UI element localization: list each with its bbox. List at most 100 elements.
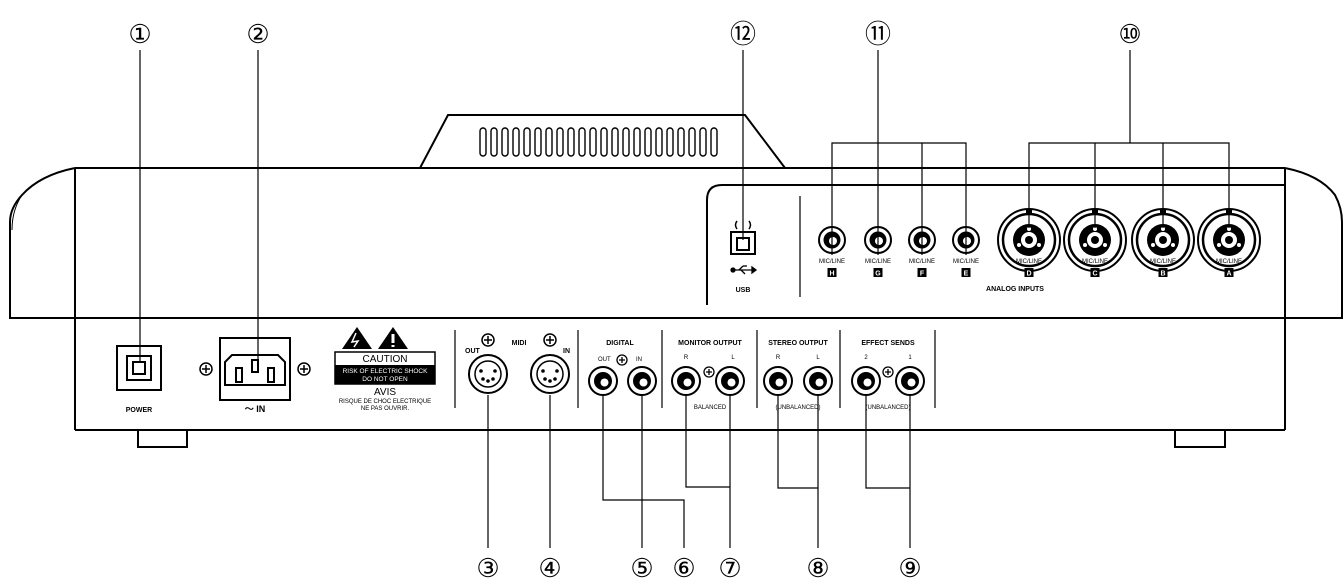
vent-slot: [699, 127, 707, 157]
input-letter-h: H: [829, 271, 834, 278]
vent-slot: [567, 127, 575, 157]
usb-label: USB: [736, 287, 751, 294]
vent-slot: [490, 127, 498, 157]
callout-5: ⑤: [630, 553, 653, 583]
midi-out-label: OUT: [465, 348, 481, 355]
digital-out-label: OUT: [598, 357, 611, 363]
callout-8: ⑧: [806, 553, 829, 583]
monitor-l-label: L: [731, 355, 735, 361]
stereo-r-jack[interactable]: [763, 366, 793, 396]
effect-screw: [882, 366, 894, 378]
monitor-r-label: R: [684, 355, 689, 361]
stereo-r-label: R: [776, 355, 781, 361]
warning-label: [334, 327, 436, 385]
usb-icon: [730, 265, 758, 275]
analog-input-d-label: MIC/LINE: [1016, 259, 1042, 265]
input-letter-badge: [917, 268, 927, 277]
input-letter-badge: [1224, 268, 1234, 277]
analog-input-b-jack[interactable]: [1131, 208, 1195, 272]
vent-slot: [688, 127, 696, 157]
monitor-screw: [703, 366, 715, 378]
device-body: [9, 114, 1343, 448]
vent-slot: [611, 127, 619, 157]
callout-3: ③: [476, 553, 499, 583]
input-letter-badge: [1024, 268, 1034, 277]
analog-inputs-group: MIC/LINEHMIC/LINEGMIC/LINEFMIC/LINEEMIC/…: [818, 208, 1261, 278]
input-letter-badge: [961, 268, 971, 277]
callout-1: ①: [128, 19, 151, 49]
monitor-output-label: MONITOR OUTPUT: [678, 340, 742, 347]
digital-in-jack[interactable]: [627, 366, 657, 396]
callout-12: ⑫: [730, 19, 756, 49]
input-letter-c: C: [1092, 271, 1097, 278]
stereo-l-label: L: [816, 355, 820, 361]
callout-10: ⑩: [1118, 19, 1141, 49]
input-letter-b: B: [1160, 271, 1165, 278]
monitor-balanced-label: BALANCED: [694, 405, 727, 411]
midi-in-label: IN: [563, 348, 570, 355]
analog-input-c-label: MIC/LINE: [1082, 259, 1108, 265]
analog-inputs-label: ANALOG INPUTS: [986, 286, 1044, 293]
digital-out-jack[interactable]: [588, 366, 618, 396]
digital-screw: [616, 354, 628, 366]
analog-input-h-label: MIC/LINE: [819, 259, 845, 265]
midi-screw-out: [481, 333, 495, 347]
leader-lines: [139, 50, 1230, 548]
ac-inlet[interactable]: [219, 337, 291, 401]
vent-slot: [501, 127, 509, 157]
analog-input-a-label: MIC/LINE: [1216, 259, 1242, 265]
avis-text-1: RISQUE DE CHOC ELECTRIQUE: [339, 399, 431, 405]
vent-slot: [578, 127, 586, 157]
vent-slot: [622, 127, 630, 157]
vent-slot: [710, 127, 718, 157]
vent-slot: [589, 127, 597, 157]
vent-slot: [633, 127, 641, 157]
digital-in-label: IN: [636, 357, 642, 363]
callout-7: ⑦: [718, 553, 741, 583]
effect-sends-label: EFFECT SENDS: [861, 340, 915, 347]
ac-inlet-screw-left: [199, 362, 213, 376]
vent-slot: [600, 127, 608, 157]
vent-slot: [556, 127, 564, 157]
midi-label: MIDI: [512, 340, 527, 347]
vent-slot: [677, 127, 685, 157]
vent-slot: [512, 127, 520, 157]
avis-text: AVIS: [374, 387, 396, 398]
send-1-label: 1: [908, 355, 912, 361]
input-letter-d: D: [1026, 271, 1031, 278]
vent-slot: [655, 127, 663, 157]
vent-slot: [545, 127, 553, 157]
stereo-l-jack[interactable]: [803, 366, 833, 396]
risk-text-2: DO NOT OPEN: [362, 376, 408, 383]
input-letter-badge: [827, 268, 837, 277]
monitor-r-jack[interactable]: [671, 366, 701, 396]
midi-screw-in: [543, 333, 557, 347]
midi-out-jack[interactable]: [468, 354, 508, 394]
input-letter-e: E: [964, 271, 969, 278]
send-2-label: 2: [864, 355, 868, 361]
ac-inlet-screw-right: [297, 362, 311, 376]
stereo-unbalanced-label: (UNBALANCED): [775, 405, 820, 411]
power-label: POWER: [126, 407, 152, 414]
lightning-icon: [350, 332, 360, 348]
analog-input-g-label: MIC/LINE: [865, 259, 891, 265]
callout-2: ②: [246, 19, 269, 49]
risk-text-1: RISK OF ELECTRIC SHOCK: [343, 368, 429, 375]
effect-send-1-jack[interactable]: [895, 366, 925, 396]
input-letter-badge: [1090, 268, 1100, 277]
vent-slot: [666, 127, 674, 157]
vent-slots: [479, 127, 718, 157]
digital-label: DIGITAL: [606, 340, 634, 347]
monitor-l-jack[interactable]: [715, 366, 745, 396]
input-letter-a: A: [1226, 271, 1231, 278]
callout-6: ⑥: [672, 553, 695, 583]
callout-9: ⑨: [898, 553, 921, 583]
power-switch[interactable]: [116, 345, 162, 391]
input-letter-g: G: [875, 271, 881, 278]
stereo-output-label: STEREO OUTPUT: [768, 340, 828, 347]
analog-input-b-label: MIC/LINE: [1150, 259, 1176, 265]
effect-send-2-jack[interactable]: [851, 366, 881, 396]
midi-in-jack[interactable]: [530, 354, 570, 394]
analog-input-e-label: MIC/LINE: [953, 259, 979, 265]
